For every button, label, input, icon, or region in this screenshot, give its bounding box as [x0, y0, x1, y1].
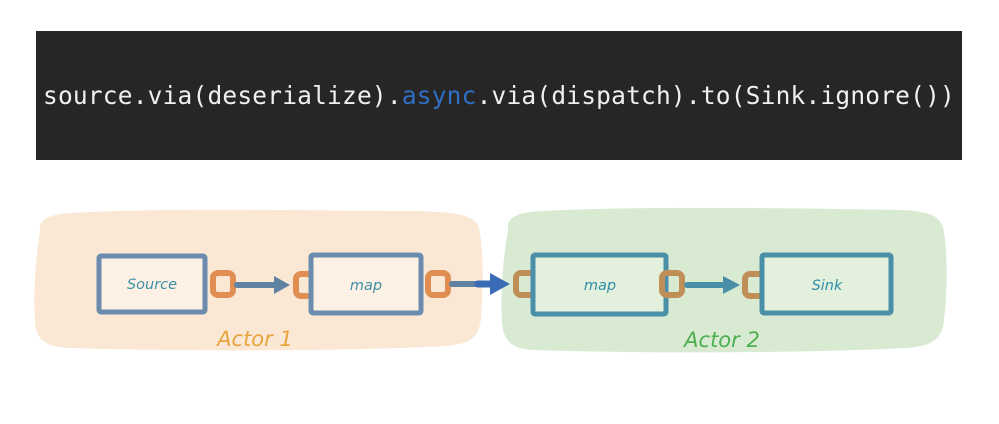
actor-1-label: Actor 1	[215, 327, 293, 351]
node-map-actor2-label: map	[584, 278, 616, 294]
node-source[interactable]: Source	[96, 253, 208, 315]
arrow-map-to-sink	[684, 276, 740, 294]
node-sink[interactable]: Sink	[759, 252, 894, 316]
arrow-source-to-map	[234, 276, 290, 294]
code-banner: source.via(deserialize).async.via(dispat…	[36, 31, 962, 160]
port-map2-out	[659, 270, 685, 298]
node-source-body	[96, 253, 208, 315]
node-map-actor1-label: map	[350, 278, 382, 294]
port-map1-out	[425, 270, 451, 298]
code-segment-after: .via(dispatch).to(Sink.ignore())	[476, 81, 955, 110]
node-map-actor1-body	[308, 252, 424, 316]
actor-2-label: Actor 2	[682, 328, 760, 352]
node-sink-body	[759, 252, 894, 316]
node-source-label: Source	[127, 277, 177, 293]
code-line: source.via(deserialize).async.via(dispat…	[43, 81, 955, 110]
async-boundary-arrow	[449, 273, 510, 295]
node-sink-label: Sink	[812, 278, 843, 294]
stream-topology-diagram: Source map map	[0, 170, 999, 424]
port-source-out	[210, 270, 236, 298]
node-map-actor1[interactable]: map	[308, 252, 424, 316]
node-map-actor2[interactable]: map	[530, 252, 669, 317]
code-keyword-async: async	[401, 81, 477, 110]
node-map-actor2-body	[530, 252, 669, 317]
code-segment-before: source.via(deserialize).	[43, 81, 402, 110]
